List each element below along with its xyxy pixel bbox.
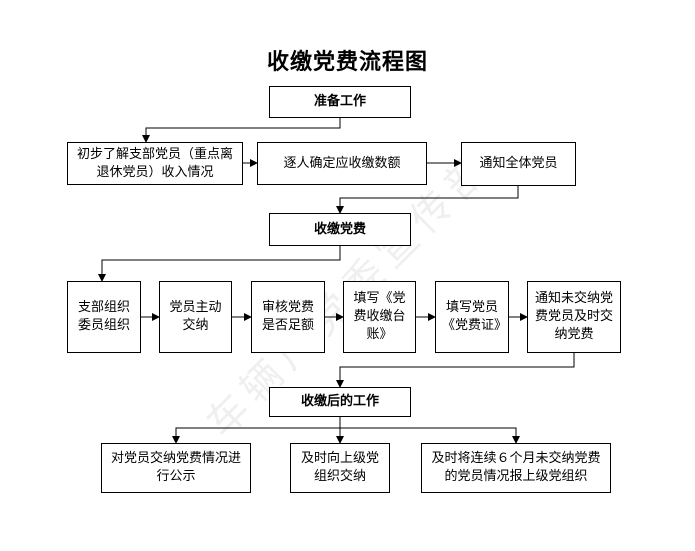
step-notify-unpaid: 通知未交纳党费党员及时交纳党费: [527, 281, 621, 353]
step-remit-upper: 及时向上级党组织交纳: [290, 443, 390, 493]
stage-after: 收缴后的工作: [269, 387, 411, 417]
page-title: 收缴党费流程图: [266, 50, 428, 75]
connector-collect-to-step1: [98, 246, 341, 282]
step-publicize: 对党员交纳党费情况进行公示: [101, 443, 251, 493]
stage-collect: 收缴党费: [269, 213, 411, 246]
connector-collect-to-after: [336, 353, 575, 388]
step-member-pay: 党员主动交纳: [159, 281, 232, 353]
step-survey-income: 初步了解支部党员（重点离退休党员）收入情况: [67, 142, 243, 185]
connector-after-to-right: [340, 427, 520, 444]
connector-notify-to-collect: [336, 186, 519, 214]
step-branch-organize: 支部组织委员组织: [67, 281, 141, 353]
step-verify-amount: 审核党费是否足额: [251, 281, 325, 353]
connector-after-branch: [172, 417, 341, 444]
step-report-unpaid: 及时将连续６个月未交纳党费的党员情况报上级党组织: [421, 443, 611, 493]
step-fill-certificate: 填写党员《党费证》: [435, 281, 509, 353]
step-fill-ledger: 填写《党费收缴台账》: [343, 281, 416, 353]
connector-prepare-to-step1: [142, 118, 341, 143]
step-determine-amount: 逐人确定应收缴数额: [257, 142, 427, 185]
step-notify-all: 通知全体党员: [461, 142, 576, 186]
stage-prepare: 准备工作: [269, 86, 411, 118]
